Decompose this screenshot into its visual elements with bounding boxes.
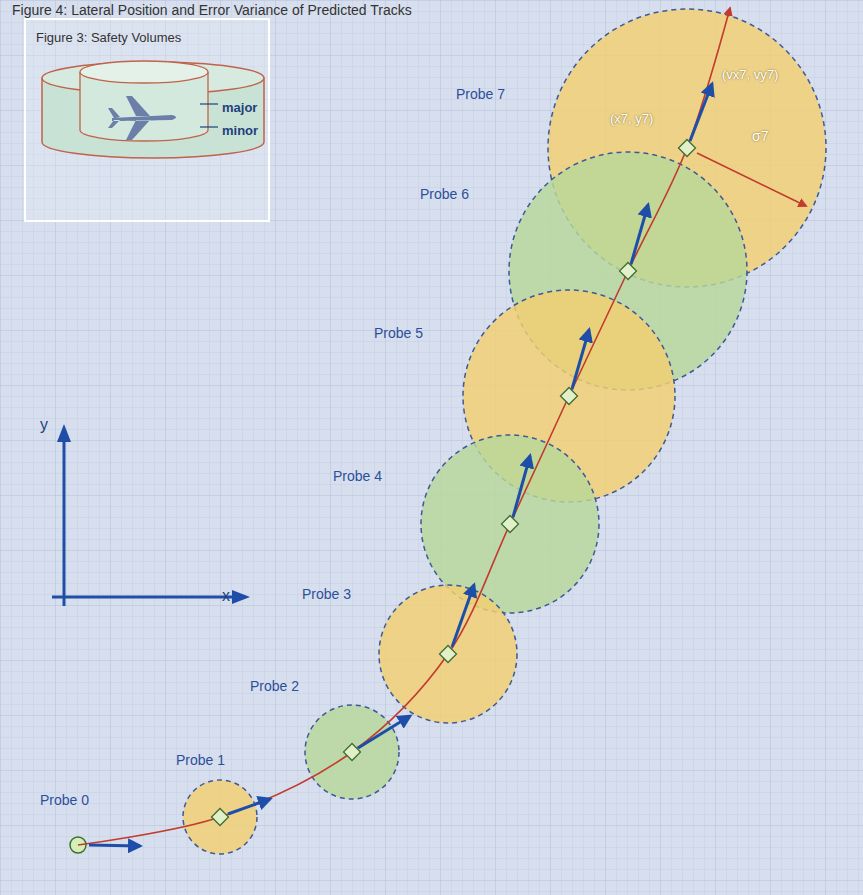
inset-panel: Figure 3: Safety Volumes (24, 18, 270, 222)
probe-marker (561, 388, 578, 405)
cylinder-illustration (26, 20, 272, 224)
inset-title: Figure 3: Safety Volumes (26, 20, 268, 45)
probe-label: Probe 1 (176, 752, 225, 768)
axes (52, 424, 250, 606)
velocity-arrow (358, 716, 410, 748)
volume-label: major (222, 100, 257, 115)
probe-marker (502, 516, 519, 533)
velocity-arrow (228, 799, 270, 814)
probe-label: Probe 7 (456, 86, 505, 102)
figure-title: Figure 4: Lateral Position and Error Var… (12, 2, 412, 18)
probe-label: Probe 6 (420, 186, 469, 202)
probe-label: Probe 3 (302, 586, 351, 602)
probe-marker (620, 263, 637, 280)
probe-label: Probe 4 (333, 468, 382, 484)
leader-lines (200, 104, 218, 127)
probe-marker (344, 744, 361, 761)
axis-label: x (222, 587, 230, 605)
sigma-arrow (697, 153, 806, 206)
probe-label: Probe 2 (250, 678, 299, 694)
velocity-arrow (572, 330, 589, 389)
predicted-track (78, 8, 730, 845)
axis-label: y (40, 416, 48, 434)
velocity-arrow (89, 845, 140, 846)
probe-label: Probe 5 (374, 325, 423, 341)
velocity-label: (vx7, vy7) (722, 67, 778, 82)
probe-label: Probe 0 (40, 792, 89, 808)
velocity-arrow (513, 456, 530, 517)
position-label: (x7, y7) (610, 111, 653, 126)
velocity-arrow (690, 84, 712, 141)
velocity-arrow (631, 205, 648, 264)
probe-marker (440, 646, 457, 663)
airplane-icon (108, 96, 176, 140)
probe-marker (679, 140, 696, 157)
sigma-label: σ7 (752, 128, 768, 144)
volume-label: minor (222, 123, 258, 138)
probe-marker (212, 809, 229, 826)
velocity-arrow (452, 585, 474, 647)
